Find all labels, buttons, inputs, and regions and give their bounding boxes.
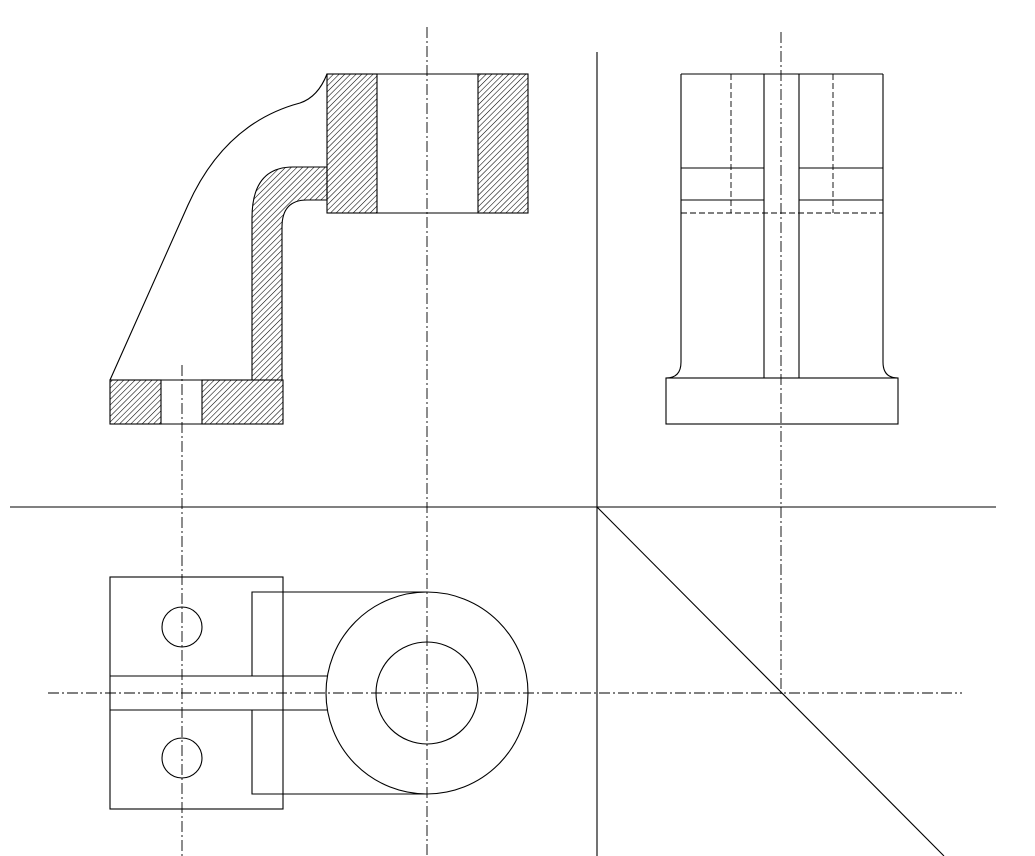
top-boss-bore-circle (375, 641, 479, 745)
outer-profile-curve (109, 73, 328, 381)
front-section-view (109, 73, 529, 425)
top-arm-lower-outline (251, 710, 427, 795)
rib-section (251, 166, 328, 381)
top-view (109, 576, 529, 810)
miter-line (596, 506, 945, 856)
top-hole-lower (161, 737, 203, 779)
centerlines (48, 27, 962, 856)
top-arm-upper-outline (251, 591, 427, 676)
base-right-section (201, 379, 284, 425)
side-base (665, 377, 899, 425)
bore-wall-right-section (477, 73, 529, 214)
side-right-fillet (882, 361, 899, 379)
bore-wall-left-section (326, 73, 378, 214)
side-left-fillet (665, 361, 682, 379)
side-view (665, 73, 899, 425)
projection-lines (10, 52, 996, 856)
top-hole-upper (161, 606, 203, 648)
top-boss-outer-circle (325, 591, 529, 795)
top-base-plate (109, 576, 284, 810)
base-left-section (109, 379, 162, 425)
